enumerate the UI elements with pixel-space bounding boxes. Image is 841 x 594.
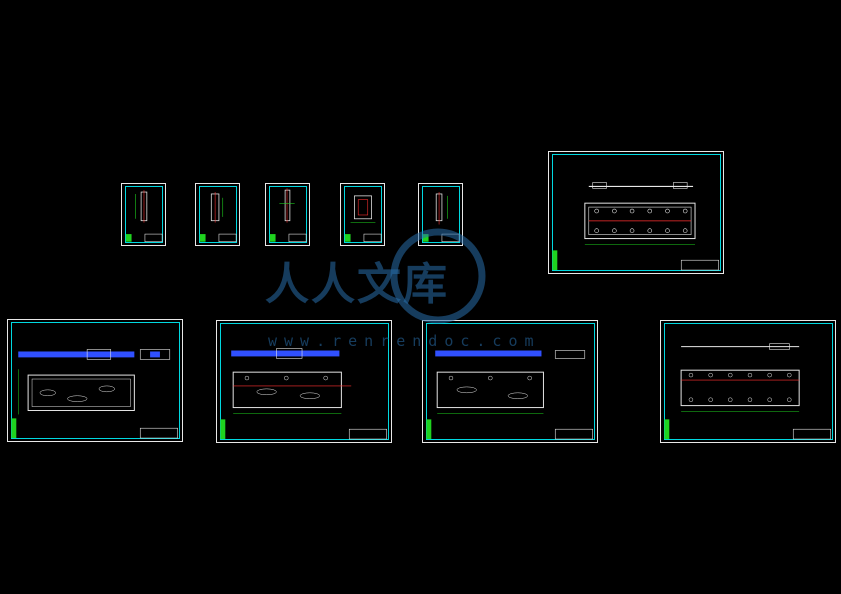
watermark-url: www.renrendoc.com [268, 332, 541, 350]
small-part-drawing [199, 192, 237, 243]
small-part-drawing [269, 188, 307, 243]
drawing-sheet-assembly-2[interactable] [216, 320, 392, 443]
small-part-drawing [125, 190, 163, 243]
assembly-drawing [220, 348, 387, 440]
drawing-sheet-small-2[interactable] [195, 183, 240, 246]
drawing-sheet-small-3[interactable] [265, 183, 310, 246]
assembly-drawing [426, 350, 593, 440]
drawing-sheet-plate-top[interactable] [548, 151, 724, 274]
drawing-sheet-small-5[interactable] [418, 183, 463, 246]
watermark-text: 人人文库 [265, 259, 449, 310]
small-part-drawing [422, 192, 460, 243]
drawing-sheet-assembly-4[interactable] [660, 320, 836, 443]
drawing-sheet-small-1[interactable] [121, 183, 166, 246]
rail-drawing [664, 343, 831, 440]
plate-drawing [552, 182, 719, 271]
assembly-drawing [11, 349, 178, 439]
small-part-drawing [344, 195, 382, 243]
drawing-sheet-assembly-3[interactable] [422, 320, 598, 443]
drawing-sheet-assembly-1[interactable] [7, 319, 183, 442]
drawing-sheet-small-4[interactable] [340, 183, 385, 246]
